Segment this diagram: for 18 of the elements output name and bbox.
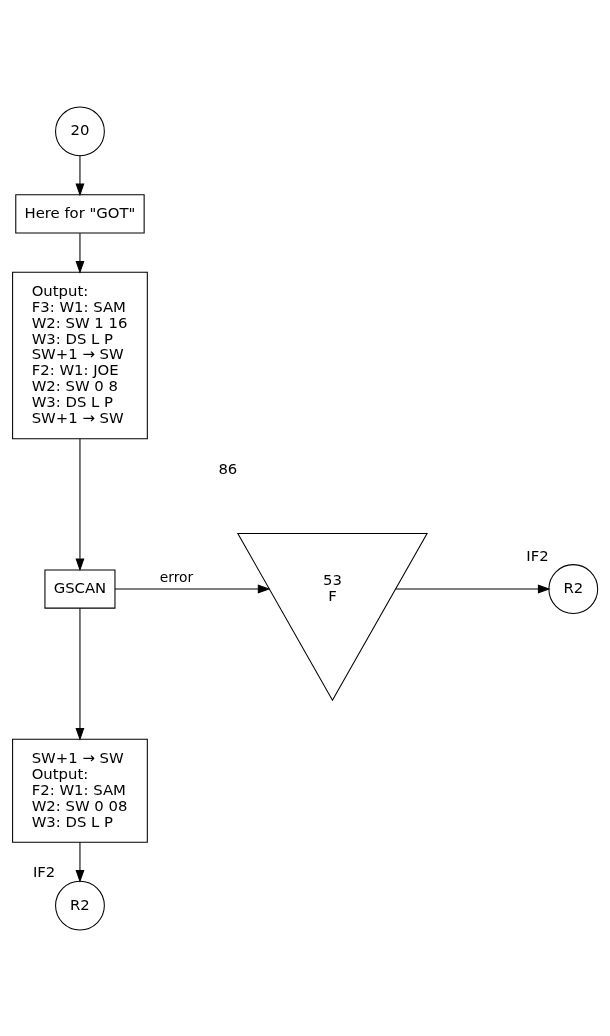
edge-label: error <box>159 568 194 585</box>
arrow <box>75 607 85 741</box>
arrow <box>114 584 271 593</box>
node-label: IF2 <box>32 862 56 881</box>
node-circle: R2 <box>548 563 599 614</box>
node-box: SW+1 → SW Output: F2: W1: SAM W2: SW 0 08 W3: DS L P <box>12 738 148 843</box>
node-box: Here for "GOT" <box>15 193 145 233</box>
arrow <box>75 232 85 274</box>
arrow <box>75 154 85 196</box>
node-circle: R2 <box>55 880 105 931</box>
node-box: GSCAN <box>44 568 116 609</box>
node-box: Output: F3: W1: SAM W2: SW 1 16 W3: DS L P SW+1 → SW F2: W1: JOE W2: SW 0 8 W3: DS L P SW+1 → SW <box>12 271 148 439</box>
arrow <box>75 437 85 571</box>
node-label: 86 <box>218 459 238 478</box>
arrow <box>75 841 85 883</box>
arrow <box>395 584 551 593</box>
node-circle: 20 <box>55 105 105 156</box>
node-label: IF2 <box>526 546 549 565</box>
